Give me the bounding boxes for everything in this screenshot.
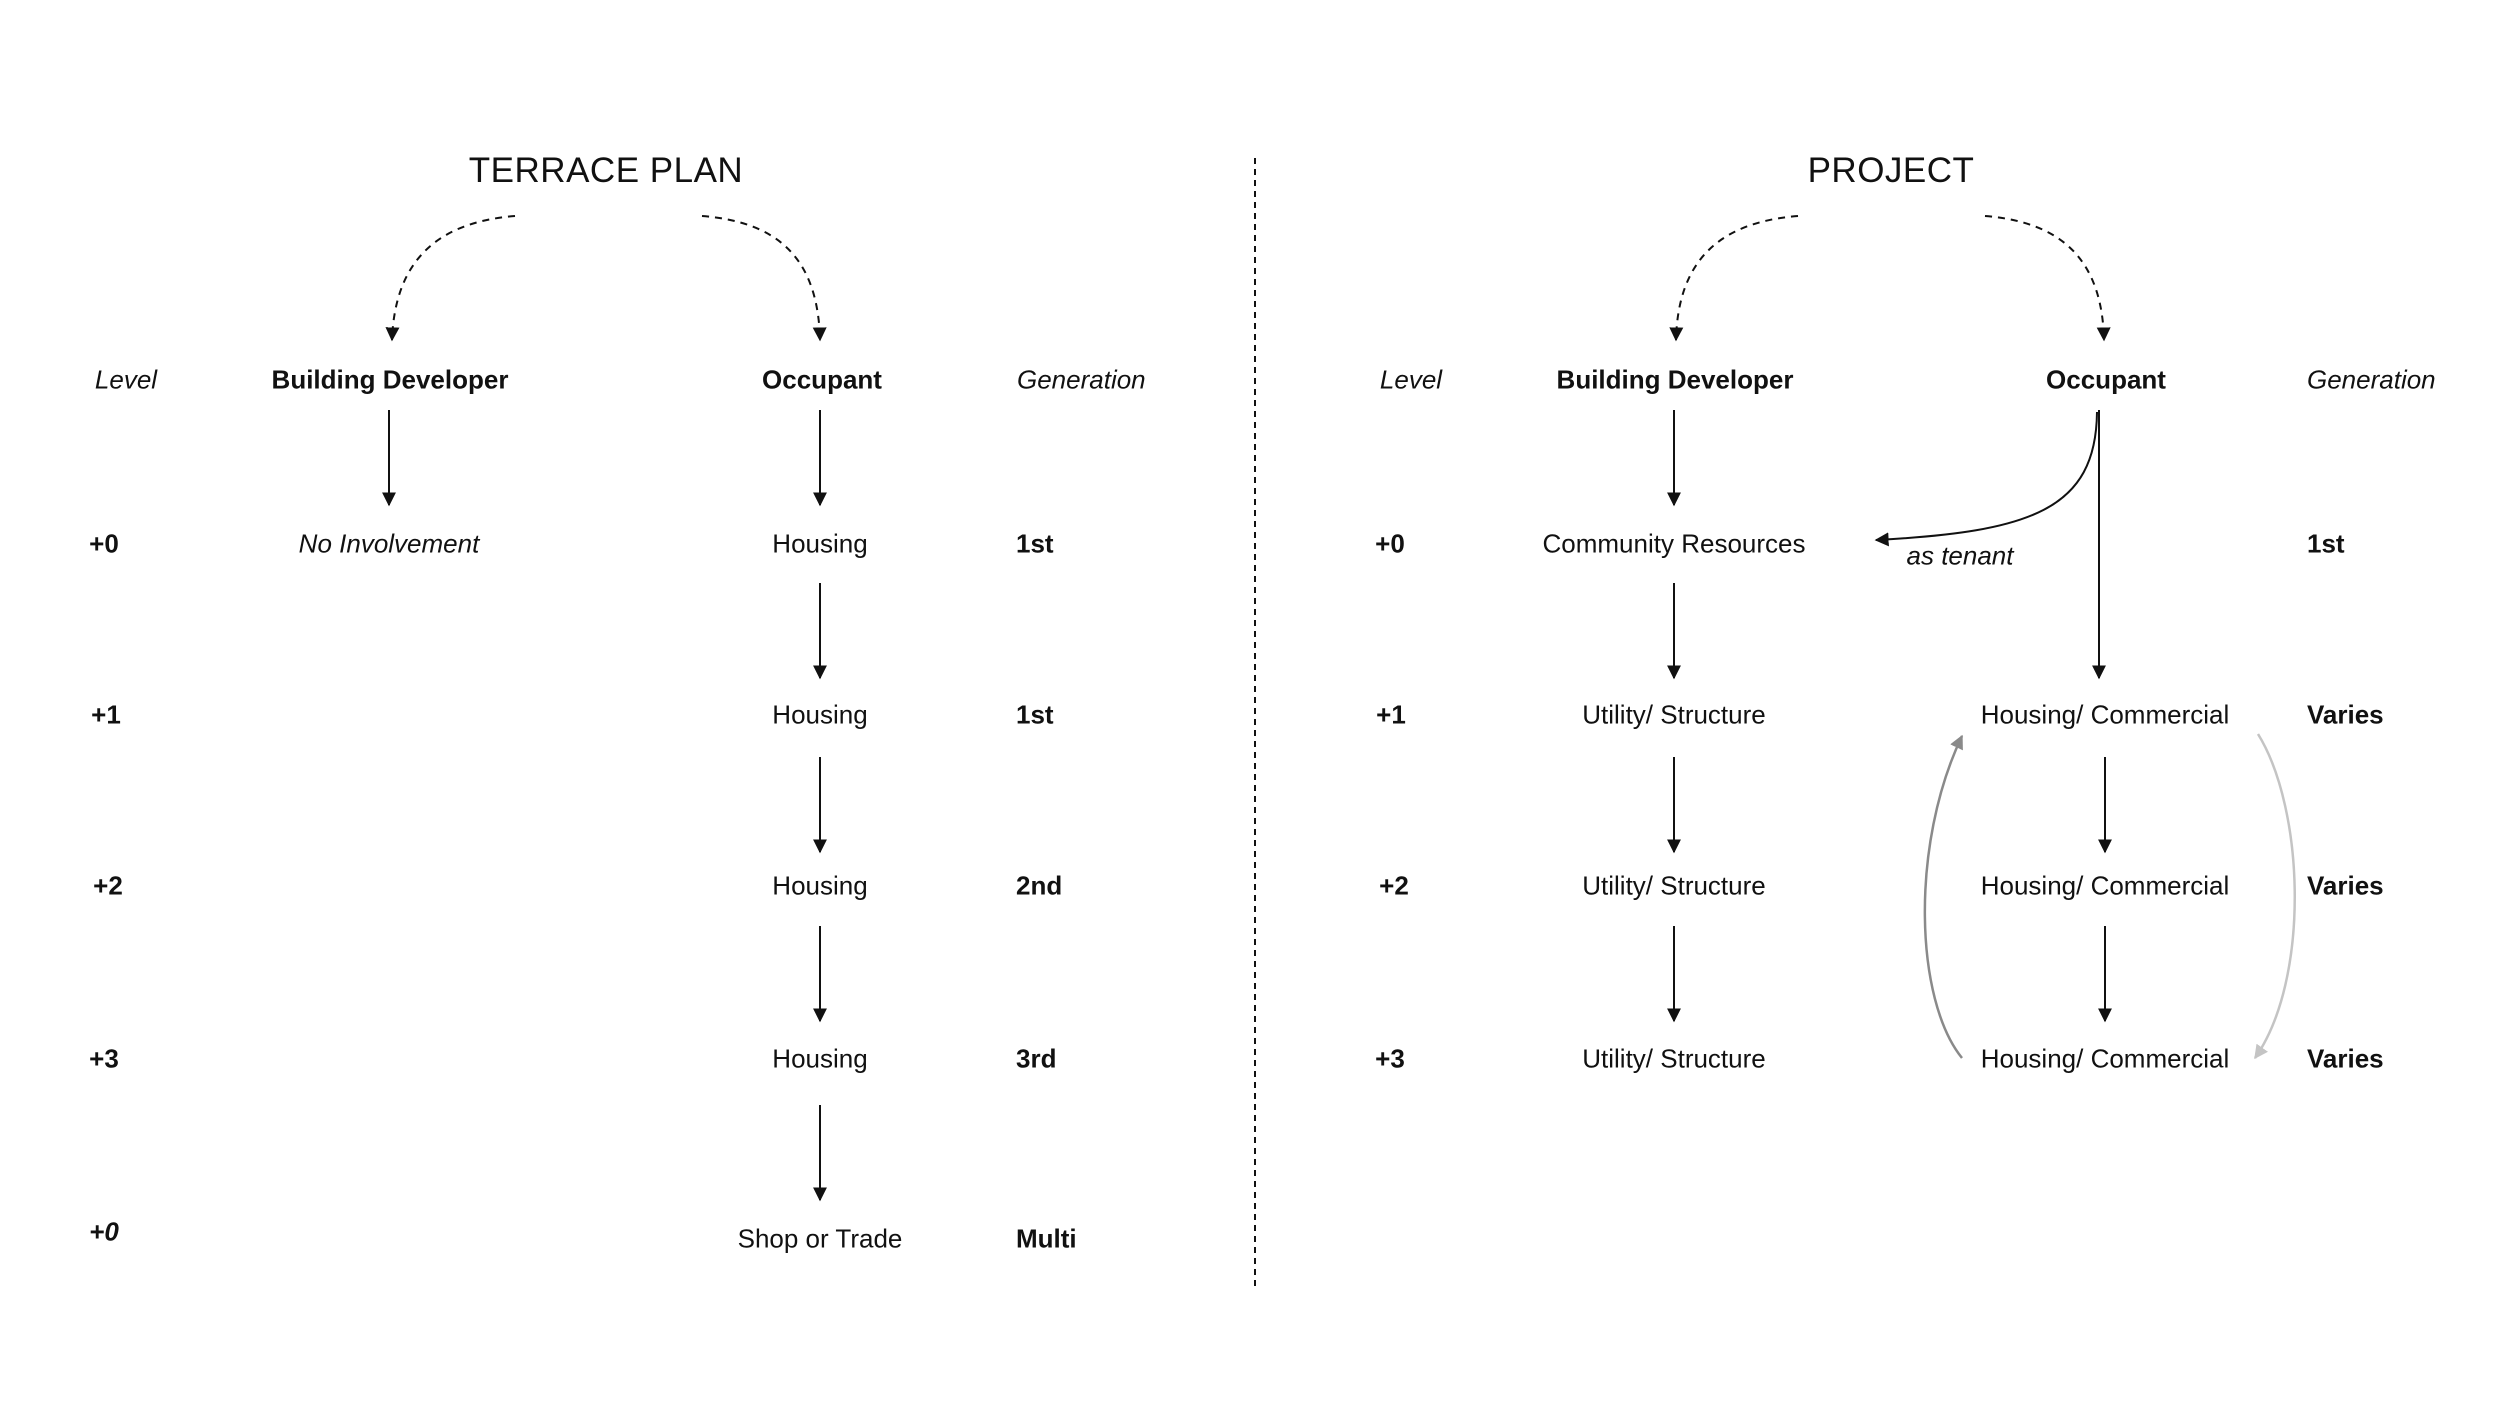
tenant-arrow — [1874, 411, 2098, 547]
title-arrow-occupant — [1984, 215, 2111, 342]
developer-node: Utility/ Structure — [1582, 870, 1766, 901]
cycle-arrow-down — [2253, 733, 2296, 1060]
level-label: +2 — [1379, 870, 1409, 901]
project-title: PROJECT — [1807, 151, 1975, 190]
level-label: +0 — [89, 1216, 119, 1247]
occupant-node: Housing/ Commercial — [1980, 870, 2230, 901]
tenant-label: as tenant — [1906, 540, 2014, 571]
level-label: +2 — [93, 870, 123, 901]
cycle-arrow-up — [1923, 734, 1964, 1059]
level-label: +3 — [89, 1043, 119, 1074]
title-arrow-occupant — [701, 215, 827, 342]
level-label: +0 — [1375, 528, 1405, 559]
generation-label: 1st — [1016, 528, 1054, 559]
building-developer-header: Building Developer — [271, 364, 509, 395]
developer-node: Community Resources — [1542, 528, 1806, 559]
developer-node: Utility/ Structure — [1582, 1043, 1766, 1074]
generation-label: Multi — [1016, 1223, 1077, 1254]
generation-label: 1st — [1016, 699, 1054, 730]
generation-label: 3rd — [1016, 1043, 1057, 1074]
level-label: +1 — [1376, 699, 1406, 730]
terrace-plan-title: TERRACE PLAN — [468, 151, 744, 190]
generation-label: Varies — [2307, 870, 2384, 901]
generation-header: Generation — [1017, 364, 1146, 395]
occupant-node: Housing — [772, 528, 868, 559]
level-header: Level — [94, 364, 158, 395]
generation-header: Generation — [2307, 364, 2436, 395]
developer-node: No Involvement — [298, 528, 480, 559]
generation-label: Varies — [2307, 1043, 2384, 1074]
generation-label: 1st — [2307, 528, 2345, 559]
occupant-header: Occupant — [2046, 364, 2166, 395]
occupant-node: Housing/ Commercial — [1980, 1043, 2230, 1074]
generation-label: 2nd — [1016, 870, 1063, 901]
building-developer-header: Building Developer — [1556, 364, 1794, 395]
occupant-node: Housing — [772, 870, 868, 901]
developer-node: Utility/ Structure — [1582, 699, 1766, 730]
title-arrow-developer — [1669, 215, 1799, 342]
level-label: +0 — [89, 528, 119, 559]
generation-label: Varies — [2307, 699, 2384, 730]
occupant-node: Housing/ Commercial — [1980, 699, 2230, 730]
occupant-header: Occupant — [762, 364, 882, 395]
level-header: Level — [1379, 364, 1443, 395]
level-label: +3 — [1375, 1043, 1405, 1074]
level-label: +1 — [91, 699, 121, 730]
occupant-node: Housing — [772, 1043, 868, 1074]
occupant-node: Housing — [772, 699, 868, 730]
title-arrow-developer — [385, 215, 516, 342]
occupant-node: Shop or Trade — [737, 1223, 903, 1254]
